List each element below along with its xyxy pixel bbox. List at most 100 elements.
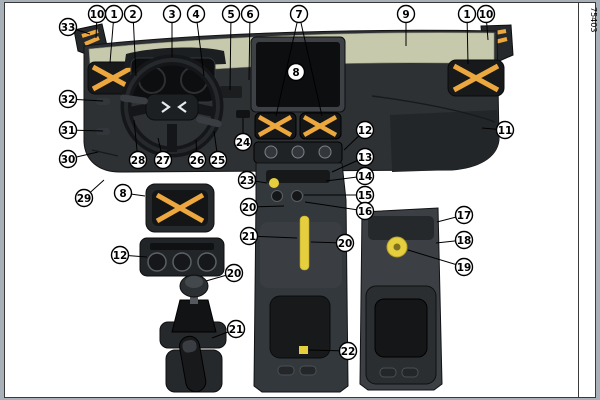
climate-panel [139, 237, 225, 277]
svg-text:21: 21 [229, 324, 244, 336]
callout-7: 7 [289, 4, 309, 24]
svg-text:1: 1 [110, 9, 117, 21]
gear-shifter [159, 274, 227, 349]
climate-panel-knob [197, 252, 217, 272]
callout-27: 27 [153, 150, 173, 170]
center-console [253, 162, 349, 393]
svg-text:21: 21 [242, 231, 257, 243]
callout-8: 8 [113, 183, 133, 203]
steering-wheel [120, 54, 224, 158]
bin-button-highlight [299, 346, 308, 354]
svg-text:10: 10 [90, 9, 105, 21]
svg-text:20: 20 [338, 238, 353, 250]
callout-1: 1 [457, 4, 477, 24]
climate-panel-knob [147, 252, 167, 272]
callout-16: 16 [355, 201, 375, 221]
console-button [299, 365, 317, 376]
leader-line-4 [195, 13, 205, 77]
callout-13: 13 [355, 147, 375, 167]
svg-text:29: 29 [77, 193, 92, 205]
leader-line-5 [229, 13, 232, 91]
brand-emblem [161, 101, 187, 113]
glovebox-line [371, 95, 496, 123]
callout-9: 9 [396, 4, 416, 24]
svg-text:13: 13 [358, 152, 373, 164]
glovebox-area [390, 110, 499, 172]
button-cluster [220, 86, 242, 98]
svg-text:7: 7 [295, 9, 302, 21]
callout-19: 19 [454, 257, 474, 277]
center-air-vents [254, 112, 342, 140]
console-accent-strip [299, 215, 310, 271]
usb-socket-highlight [269, 178, 279, 188]
right-storage-bin [374, 298, 428, 358]
svg-text:8: 8 [292, 67, 299, 79]
callout-21: 21 [226, 319, 246, 339]
climate-knob [291, 145, 305, 159]
callout-25: 25 [208, 150, 228, 170]
callout-28: 28 [128, 150, 148, 170]
console-button [401, 367, 419, 378]
lower-vent-module [145, 183, 215, 233]
callout-23: 23 [237, 170, 257, 190]
climate-knob [318, 145, 332, 159]
callout-31: 31 [58, 120, 78, 140]
svg-text:23: 23 [240, 175, 255, 187]
svg-text:19: 19 [457, 262, 472, 274]
svg-text:12: 12 [113, 250, 128, 262]
handbrake-grip [182, 339, 197, 353]
power-socket [291, 190, 303, 202]
callout-14: 14 [355, 166, 375, 186]
svg-text:30: 30 [61, 154, 76, 166]
svg-text:12: 12 [358, 125, 373, 137]
svg-text:20: 20 [227, 268, 242, 280]
left-switch-lower [96, 128, 110, 135]
svg-text:6: 6 [246, 9, 253, 21]
leader-line-2 [132, 13, 137, 77]
callout-21: 21 [239, 226, 259, 246]
svg-text:4: 4 [192, 9, 199, 21]
left-switch-upper [96, 98, 110, 105]
callout-2: 2 [123, 4, 143, 24]
wheel-hub [145, 93, 199, 121]
callout-4: 4 [186, 4, 206, 24]
svg-text:20: 20 [242, 202, 257, 214]
svg-text:33: 33 [61, 22, 76, 34]
leader-line-6 [248, 13, 251, 81]
callout-20: 20 [224, 263, 244, 283]
callout-12: 12 [355, 120, 375, 140]
svg-text:27: 27 [156, 155, 171, 167]
climate-display [150, 243, 214, 250]
climate-panel-knob [172, 252, 192, 272]
center-vent-left-accent [257, 115, 293, 137]
svg-text:16: 16 [358, 206, 373, 218]
passenger-air-vent [447, 59, 505, 97]
power-socket [271, 190, 283, 202]
armrest-lid [368, 216, 434, 240]
callout-5: 5 [221, 4, 241, 24]
callout-20: 20 [335, 233, 355, 253]
callout-10: 10 [476, 4, 496, 24]
callout-10: 10 [87, 4, 107, 24]
svg-text:28: 28 [131, 155, 146, 167]
svg-text:10: 10 [479, 9, 494, 21]
callout-22: 22 [338, 341, 358, 361]
storage-bin [269, 295, 331, 359]
callout-18: 18 [454, 230, 474, 250]
callout-15: 15 [355, 185, 375, 205]
shifter-stalk [190, 294, 198, 304]
callout-24: 24 [233, 132, 253, 152]
svg-text:31: 31 [61, 125, 76, 137]
svg-text:32: 32 [61, 94, 76, 106]
callout-29: 29 [74, 188, 94, 208]
svg-text:8: 8 [119, 188, 126, 200]
left-stalk [120, 94, 148, 105]
callout-11: 11 [495, 120, 515, 140]
callout-26: 26 [187, 150, 207, 170]
callout-12: 12 [110, 245, 130, 265]
climate-controls [253, 141, 343, 164]
passenger-vent-accent [452, 63, 500, 93]
console-button [379, 367, 397, 378]
